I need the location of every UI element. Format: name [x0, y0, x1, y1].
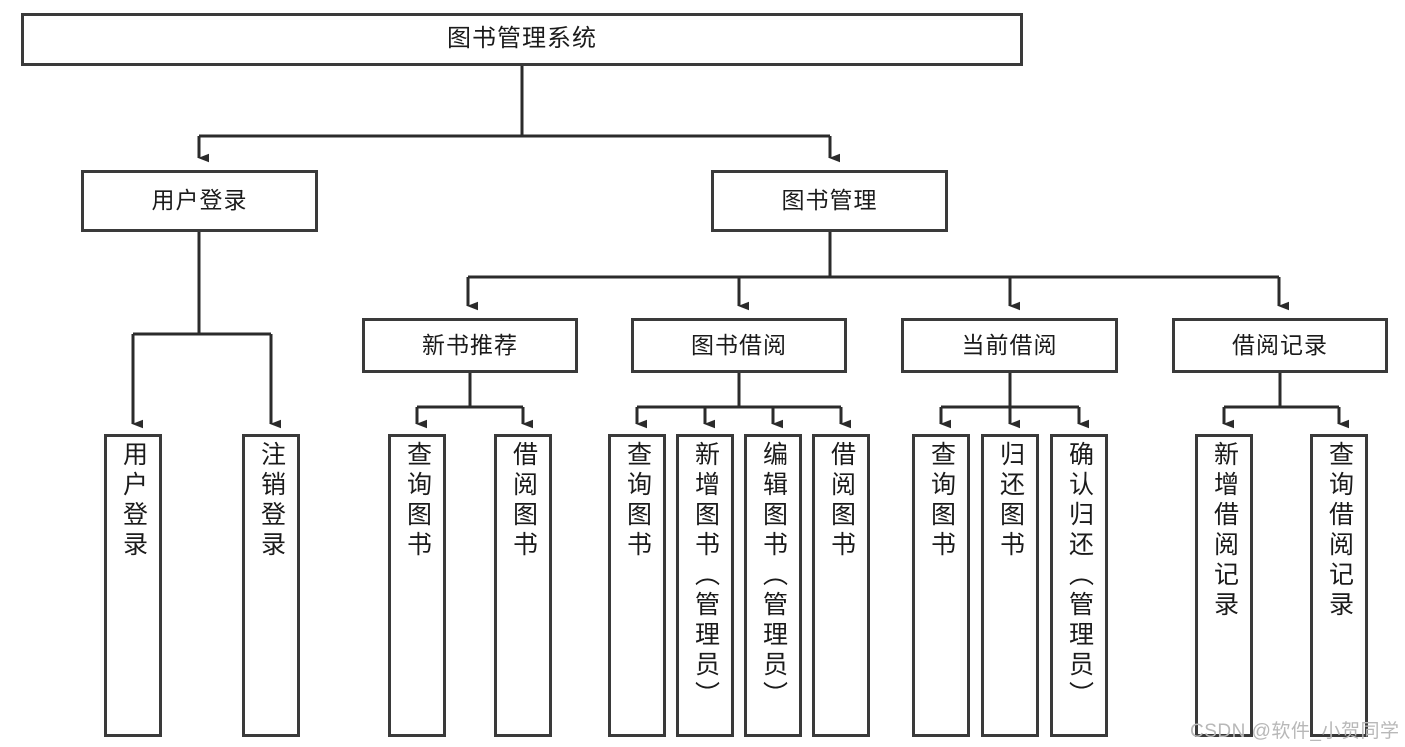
node-new-book-recommend[interactable]: 新书推荐: [362, 318, 578, 373]
node-label: 借阅记录: [1232, 331, 1328, 358]
node-label: 查询图书: [623, 441, 652, 561]
node-label: 借阅图书: [509, 441, 538, 561]
node-leaf-add-borrow-record[interactable]: 新增借阅记录: [1195, 434, 1253, 737]
node-book-management[interactable]: 图书管理: [711, 170, 948, 232]
node-leaf-confirm-return-admin[interactable]: 确认归还（管理员）: [1050, 434, 1108, 737]
csdn-watermark: CSDN @软件_小贺同学: [1190, 721, 1400, 742]
node-current-borrow[interactable]: 当前借阅: [901, 318, 1118, 373]
node-label: 编辑图书（管理员）: [759, 441, 788, 711]
node-label: 归还图书: [996, 441, 1025, 561]
node-root-book-management-system[interactable]: 图书管理系统: [21, 13, 1023, 66]
node-leaf-add-book-admin[interactable]: 新增图书（管理员）: [676, 434, 734, 737]
node-label: 借阅图书: [827, 441, 856, 561]
node-borrow-record[interactable]: 借阅记录: [1172, 318, 1388, 373]
node-label: 新增图书（管理员）: [691, 441, 720, 711]
node-leaf-return-book[interactable]: 归还图书: [981, 434, 1039, 737]
node-book-borrow[interactable]: 图书借阅: [631, 318, 847, 373]
node-leaf-user-logout[interactable]: 注销登录: [242, 434, 300, 737]
node-label: 新增借阅记录: [1210, 441, 1239, 621]
node-label: 新书推荐: [422, 331, 518, 358]
node-label: 当前借阅: [961, 331, 1058, 358]
node-leaf-query-book-3[interactable]: 查询图书: [912, 434, 970, 737]
node-label: 图书管理系统: [447, 25, 597, 53]
node-leaf-user-login[interactable]: 用户登录: [104, 434, 162, 737]
node-label: 查询借阅记录: [1325, 441, 1354, 621]
node-leaf-borrow-book-2[interactable]: 借阅图书: [812, 434, 870, 737]
node-leaf-edit-book-admin[interactable]: 编辑图书（管理员）: [744, 434, 802, 737]
node-leaf-query-book-1[interactable]: 查询图书: [388, 434, 446, 737]
node-leaf-query-borrow-record[interactable]: 查询借阅记录: [1310, 434, 1368, 737]
node-label: 注销登录: [257, 441, 286, 561]
node-leaf-borrow-book-1[interactable]: 借阅图书: [494, 434, 552, 737]
node-label: 用户登录: [151, 187, 248, 214]
node-label: 确认归还（管理员）: [1065, 441, 1094, 711]
node-label: 用户登录: [119, 441, 148, 561]
node-leaf-query-book-2[interactable]: 查询图书: [608, 434, 666, 737]
node-label: 图书借阅: [691, 331, 787, 358]
node-label: 查询图书: [927, 441, 956, 561]
node-user-login[interactable]: 用户登录: [81, 170, 318, 232]
node-label: 查询图书: [403, 441, 432, 561]
node-label: 图书管理: [781, 187, 878, 214]
